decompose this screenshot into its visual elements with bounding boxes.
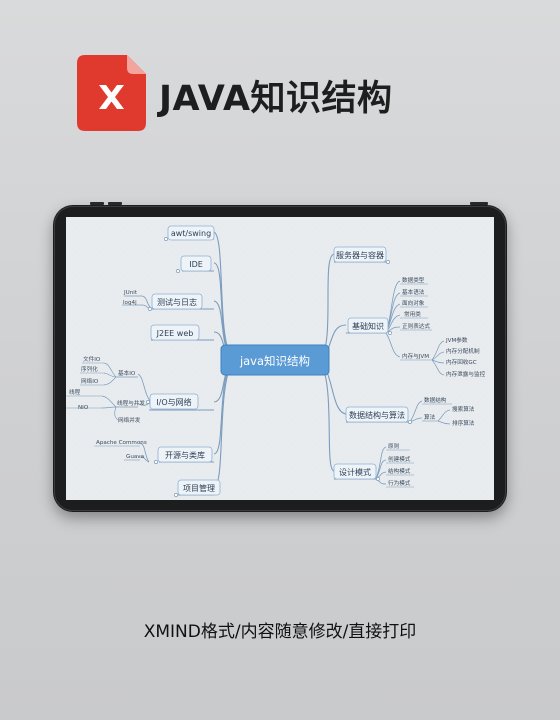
branch-node-io-network[interactable] <box>149 393 199 410</box>
leaf-search-algorithms: 搜索算法 <box>452 405 475 413</box>
collapse-dot[interactable] <box>388 331 392 335</box>
mindmap-screen: java知识结构 awt/swing IDE 测试与日志 J2EE web I/… <box>66 217 494 500</box>
leaf-principles: 原则 <box>388 442 400 450</box>
collapse-dot[interactable] <box>164 237 168 241</box>
leaf-thread: 线程 <box>69 388 81 396</box>
leaf-nio: NIO <box>78 405 89 411</box>
branch-label-awt-swing: awt/swing <box>171 229 211 238</box>
branch-node-server-container[interactable] <box>333 246 387 263</box>
leaf-network-concurrency: 网络并发 <box>118 416 141 424</box>
branch-label-design-patterns: 设计模式 <box>339 467 371 477</box>
leaf-file-io: 文件IO <box>83 355 101 363</box>
leaf-structural: 结构模式 <box>388 467 411 475</box>
collapse-dot[interactable] <box>176 269 180 273</box>
branch-node-j2ee-web[interactable] <box>150 324 200 341</box>
root-node[interactable] <box>220 344 330 376</box>
collapse-dot[interactable] <box>386 260 390 264</box>
leaf-apache-commons: Apache Commons <box>96 440 147 446</box>
leaf-regex: 正则表达式 <box>402 322 430 330</box>
leaf-sort-algorithms: 排序算法 <box>452 419 475 427</box>
collapse-dot[interactable] <box>376 477 380 481</box>
leaf-memory-leak: 内存泄露与监控 <box>446 370 486 378</box>
leaf-serialization: 序列化 <box>81 365 98 373</box>
branch-node-open-source[interactable] <box>157 446 213 463</box>
branch-label-io-network: I/O与网络 <box>156 397 191 407</box>
branch-label-testing-logging: 测试与日志 <box>157 297 197 307</box>
collapse-dot[interactable] <box>154 460 158 464</box>
branch-label-data-structures: 数据结构与算法 <box>349 410 405 420</box>
branch-node-basics[interactable] <box>347 317 389 334</box>
branch-label-project-mgmt: 项目管理 <box>183 483 215 493</box>
leaf-oop: 面向对象 <box>402 299 425 307</box>
leaf-jvm-params: JVM参数 <box>445 336 468 344</box>
leaf-data-structure: 数据结构 <box>424 396 447 404</box>
branch-node-project-mgmt[interactable] <box>177 479 221 496</box>
tablet-button <box>90 202 104 205</box>
branch-label-j2ee-web: J2EE web <box>156 329 194 338</box>
leaf-algorithms: 算法 <box>424 413 436 421</box>
branch-node-data-structures[interactable] <box>345 406 409 423</box>
tablet-button <box>108 202 122 205</box>
branch-node-testing-logging[interactable] <box>151 293 203 310</box>
mindmap-svg: java知识结构 awt/swing IDE 测试与日志 J2EE web I/… <box>66 217 494 500</box>
leaf-data-types: 数据类型 <box>402 276 425 284</box>
collapse-dot[interactable] <box>146 400 150 404</box>
root-node-label: java知识结构 <box>239 354 310 368</box>
branch-label-basics: 基础知识 <box>352 321 384 331</box>
leaf-basic-io: 基本IO <box>118 369 136 377</box>
leaf-creational: 创建模式 <box>388 455 411 463</box>
branch-node-awt-swing[interactable] <box>167 225 215 241</box>
collapse-dot[interactable] <box>174 493 178 497</box>
leaf-network-io: 网络IO <box>81 377 99 385</box>
xmind-logo-icon <box>77 55 146 131</box>
branch-node-ide[interactable] <box>180 255 212 272</box>
collapse-dot[interactable] <box>408 420 412 424</box>
branch-label-open-source: 开源与类库 <box>165 450 205 460</box>
leaf-guava: Guava <box>126 454 144 460</box>
branch-node-design-patterns[interactable] <box>333 463 377 480</box>
leaf-gc: 内存回收GC <box>446 358 477 366</box>
leaf-behavioral: 行为模式 <box>388 479 411 487</box>
leaf-memory-allocation: 内存分配机制 <box>446 347 480 355</box>
page-title: JAVA知识结构 <box>159 79 393 119</box>
leaf-log4j: log4j <box>123 300 137 306</box>
branch-label-ide: IDE <box>189 260 203 269</box>
branch-label-server-container: 服务器与容器 <box>336 250 384 260</box>
leaf-basic-syntax: 基本语法 <box>402 288 425 296</box>
leaf-common-classes: 常用类 <box>404 310 421 318</box>
collapse-dot[interactable] <box>148 307 152 311</box>
leaf-junit: JUnit <box>123 290 138 296</box>
leaf-memory-jvm: 内存与JVM <box>402 352 429 360</box>
tablet-button <box>470 202 488 205</box>
leaf-threads-concurrency: 线程与并发 <box>117 399 145 407</box>
caption-text: XMIND格式/内容随意修改/直接打印 <box>143 622 417 642</box>
